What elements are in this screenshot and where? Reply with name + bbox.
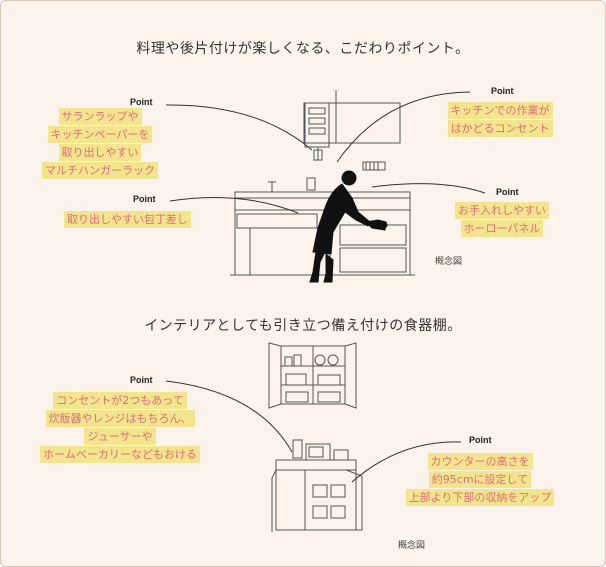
concept-note: 概念図 [398,541,426,551]
label-line: ホーローパネル [460,220,544,237]
label-line: 約95cmに設定して [428,471,532,488]
label-line: ホームベーカリーなどもおける [40,446,200,463]
point-label-hanger-rack: サランラップや キッチンペーパーを 取り出しやすい マルチハンガーラック [36,108,164,180]
label-line: サランラップや [58,108,142,125]
point-marker: Point [130,375,153,385]
point-label-knife-holder: 取り出しやすい包丁差し [64,211,191,229]
person-silhouette [309,170,388,283]
label-line: キッチンでの作業が [447,102,553,119]
label-line: カウンターの高さを [427,453,533,470]
point-marker: Point [469,435,492,445]
label-line: はかどるコンセント [447,120,553,137]
label-line: 取り出しやすい包丁差し [64,211,191,228]
label-line: 取り出しやすい [58,144,142,161]
section1-heading: 料理や後片付けが楽しくなる、こだわりポイント。 [136,41,470,57]
label-line: コンセントが2つもあって [53,392,187,409]
concept-note: 概念図 [435,257,463,267]
point-label-counter-height: カウンターの高さを 約95cmに設定して 上部より下部の収納をアップ [400,453,560,507]
section2-heading: インテリアとしても引き立つ備え付けの食器棚。 [144,318,462,334]
point-marker: Point [130,97,153,107]
leader-lines [165,91,486,483]
point-marker: Point [491,86,514,96]
label-line: マルチハンガーラック [42,162,158,179]
cupboard-illustration [268,342,363,532]
point-marker: Point [133,194,156,204]
label-line: ジューサーや [84,428,156,445]
point-marker: Point [496,187,519,197]
label-line: 上部より下部の収納をアップ [405,489,555,506]
point-label-outlet: キッチンでの作業が はかどるコンセント [434,102,566,138]
label-line: お手入れしやすい [455,202,549,219]
label-line: キッチンペーパーを [47,126,153,143]
point-label-outlets: コンセントが2つもあって 炊飯器やレンジはもちろん、 ジューサーや ホームベーカ… [22,392,218,464]
label-line: 炊飯器やレンジはもちろん、 [45,410,195,427]
point-label-enamel-panel: お手入れしやすい ホーローパネル [446,202,558,238]
